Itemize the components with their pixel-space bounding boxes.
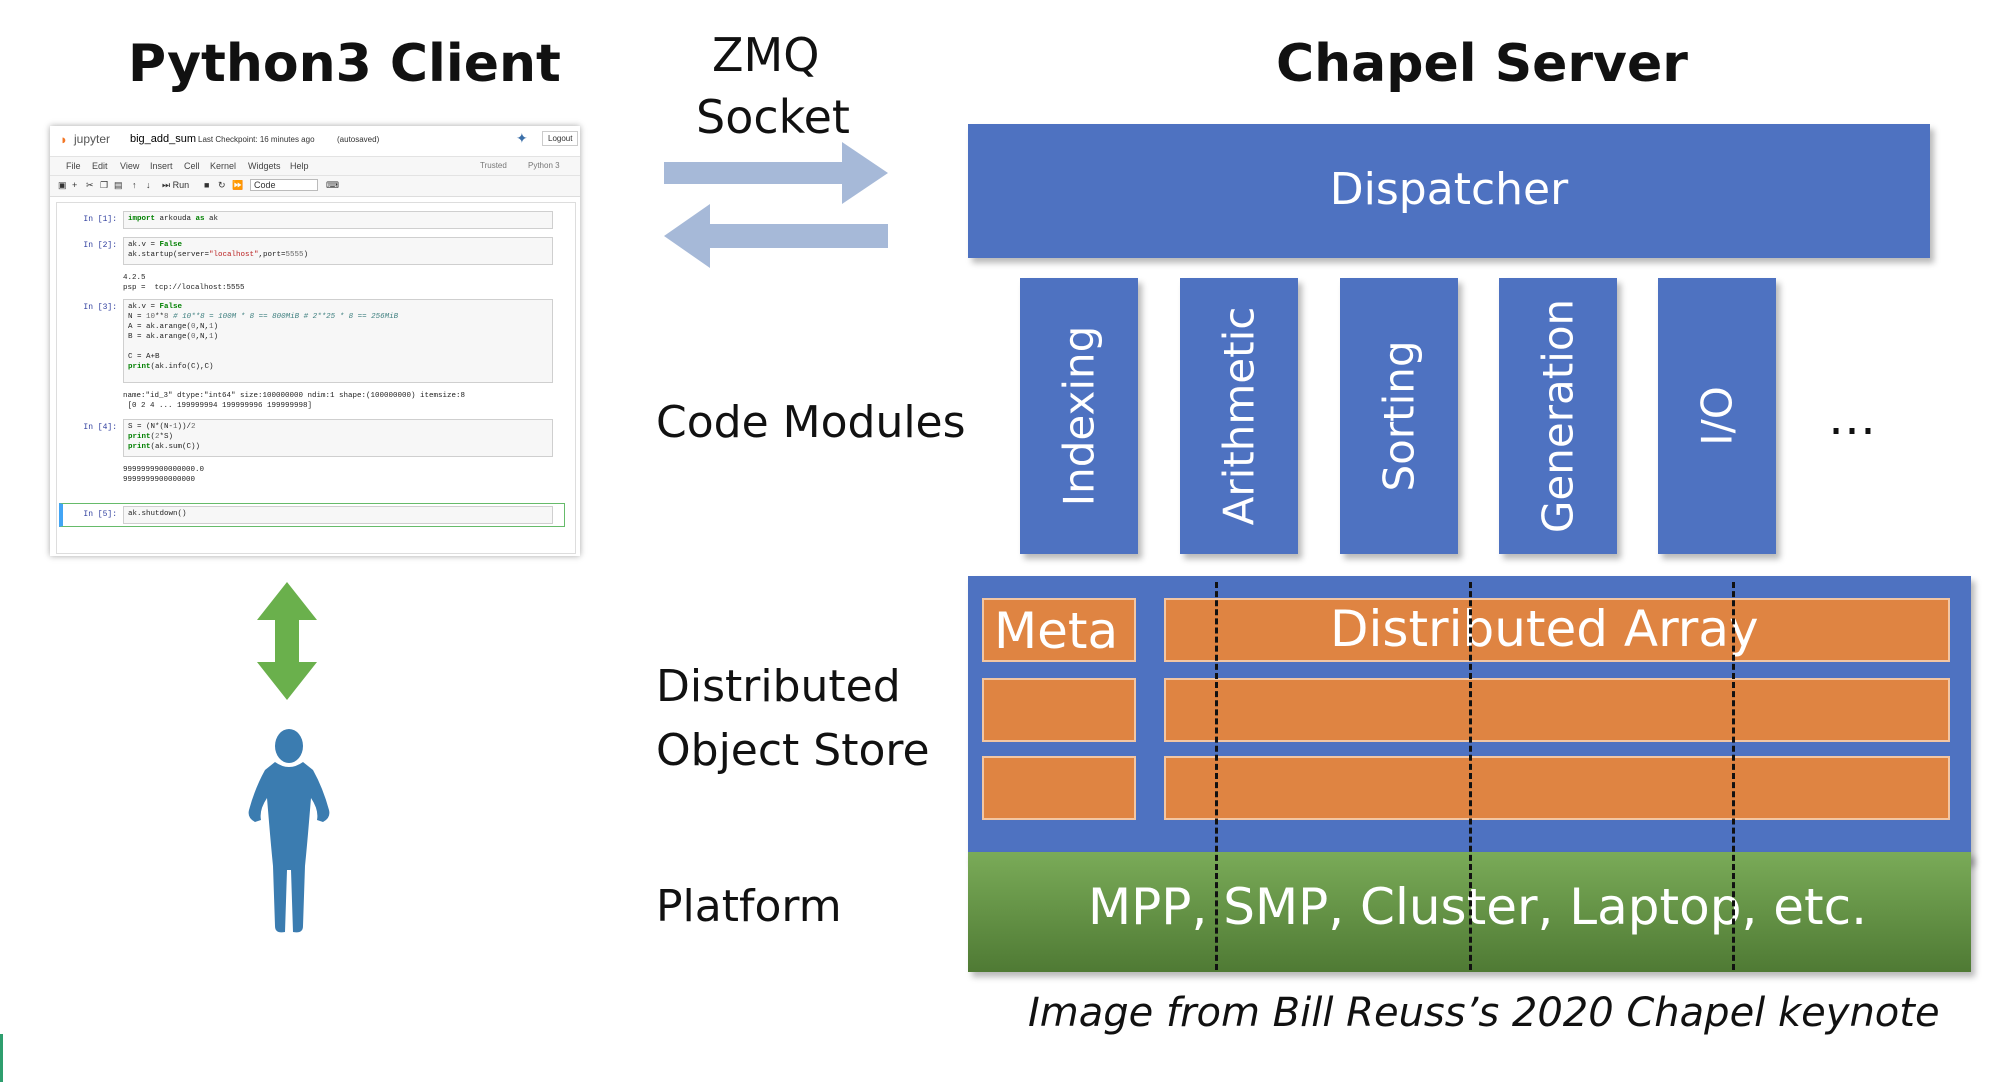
module-label: Sorting [1374,340,1424,492]
module-arithmetic: Arithmetic [1180,278,1298,554]
trusted-badge[interactable]: Trusted [480,161,507,170]
restart-icon[interactable]: ↻ [218,180,226,190]
jupyter-header: ◗ jupyter big_add_sum Last Checkpoint: 1… [50,126,580,154]
locale-divider [1215,582,1218,970]
distributed-array-row: Distributed Array [1164,598,1950,662]
cell-output: 9999999900000000.0 9999999900000000 [123,466,205,484]
notebook-body: In [1]: import arkouda as ak In [2]: ak.… [56,202,576,554]
code-cell-input[interactable]: ak.shutdown() [123,506,553,524]
code-cell-input[interactable]: import arkouda as ak [123,211,553,229]
cell-output: 4.2.5 psp = tcp://localhost:5555 [123,274,245,292]
jupyter-toolbar: ▣ + ✂ ❐ ▤ ↑ ↓ ⏭ Run ■ ↻ ⏩ Code ⌨ [50,176,580,197]
locale-divider [1732,582,1735,970]
socket-label-line2: Socket [696,90,850,144]
code-cell-input[interactable]: ak.v = False N = 10**8 # 10**8 = 100M * … [123,299,553,383]
cell-type-select[interactable]: Code [250,179,318,191]
module-label: Arithmetic [1214,306,1264,526]
meta-box: Meta [982,598,1136,662]
menu-file[interactable]: File [66,161,81,171]
jupyter-notebook-screenshot: ◗ jupyter big_add_sum Last Checkpoint: 1… [50,126,580,556]
code-modules-label: Code Modules [656,397,966,448]
request-arrow-icon [664,142,888,204]
distributed-array-row [1164,678,1950,742]
slide-edge-accent [0,1034,3,1082]
module-label: I/O [1692,386,1742,446]
kernel-indicator: Python 3 [528,161,560,170]
cell-prompt: In [4]: [83,423,117,432]
copy-icon[interactable]: ❐ [100,180,109,190]
cell-output: name:"id_3" dtype:"int64" size:100000000… [123,392,466,410]
fast-forward-icon[interactable]: ⏩ [232,180,244,190]
dispatcher-label: Dispatcher [1329,164,1569,215]
menu-insert[interactable]: Insert [150,161,173,171]
distributed-array-label: Distributed Array [1330,600,1759,658]
cell-prompt: In [2]: [83,241,117,250]
save-icon[interactable]: ▣ [58,180,67,190]
locale-divider [1469,582,1472,970]
platform-text: MPP, SMP, Cluster, Laptop, etc. [1088,878,1868,936]
notebook-name[interactable]: big_add_sum [130,133,197,145]
python-logo-icon: ✦ [516,130,528,146]
keyboard-icon[interactable]: ⌨ [326,180,339,190]
move-up-icon[interactable]: ↑ [132,180,137,190]
dispatcher-box: Dispatcher [968,124,1930,258]
socket-label-line1: ZMQ [712,28,820,82]
menu-view[interactable]: View [120,161,140,171]
autosaved-text: (autosaved) [337,135,380,144]
distributed-array-row [1164,756,1950,820]
code-cell-input[interactable]: S = (N*(N-1))/2 print(2*S) print(ak.sum(… [123,419,553,457]
logout-button[interactable]: Logout [542,131,579,146]
jupyter-menubar: File Edit View Insert Cell Kernel Widget… [50,156,580,176]
meta-box [982,756,1136,820]
menu-kernel[interactable]: Kernel [210,161,237,171]
stop-icon[interactable]: ■ [204,180,210,190]
add-cell-icon[interactable]: + [72,180,78,190]
module-label: Indexing [1054,325,1104,507]
meta-box [982,678,1136,742]
run-button[interactable]: ⏭ Run [162,180,190,190]
meta-label: Meta [994,602,1119,660]
jupyter-logo-text: jupyter [74,132,111,146]
menu-help[interactable]: Help [290,161,309,171]
paste-icon[interactable]: ▤ [114,180,123,190]
cell-prompt: In [5]: [83,510,117,519]
jupyter-logo-icon: ◗ [60,132,68,147]
module-generation: Generation [1499,278,1617,554]
module-label: Generation [1533,298,1583,534]
image-caption: Image from Bill Reuss’s 2020 Chapel keyn… [1028,990,1940,1036]
selected-cell-indicator [59,503,565,527]
server-title: Chapel Server [1276,34,1688,94]
menu-edit[interactable]: Edit [92,161,108,171]
module-sorting: Sorting [1340,278,1458,554]
checkpoint-text: Last Checkpoint: 16 minutes ago [198,135,315,144]
code-cell-input[interactable]: ak.v = False ak.startup(server="localhos… [123,237,553,265]
more-modules-ellipsis: … [1828,390,1876,446]
cut-icon[interactable]: ✂ [86,180,94,190]
module-indexing: Indexing [1020,278,1138,554]
menu-cell[interactable]: Cell [184,161,200,171]
module-io: I/O [1658,278,1776,554]
cell-prompt: In [1]: [83,215,117,224]
response-arrow-icon [664,204,888,268]
menu-widgets[interactable]: Widgets [248,161,281,171]
person-icon [248,729,330,933]
move-down-icon[interactable]: ↓ [146,180,151,190]
client-title: Python3 Client [128,34,561,94]
cell-prompt: In [3]: [83,303,117,312]
object-store-label-line2: Object Store [656,725,930,776]
double-arrow-icon [257,582,317,700]
run-label: Run [172,180,190,190]
platform-label: Platform [656,881,842,932]
object-store-label-line1: Distributed [656,661,901,712]
